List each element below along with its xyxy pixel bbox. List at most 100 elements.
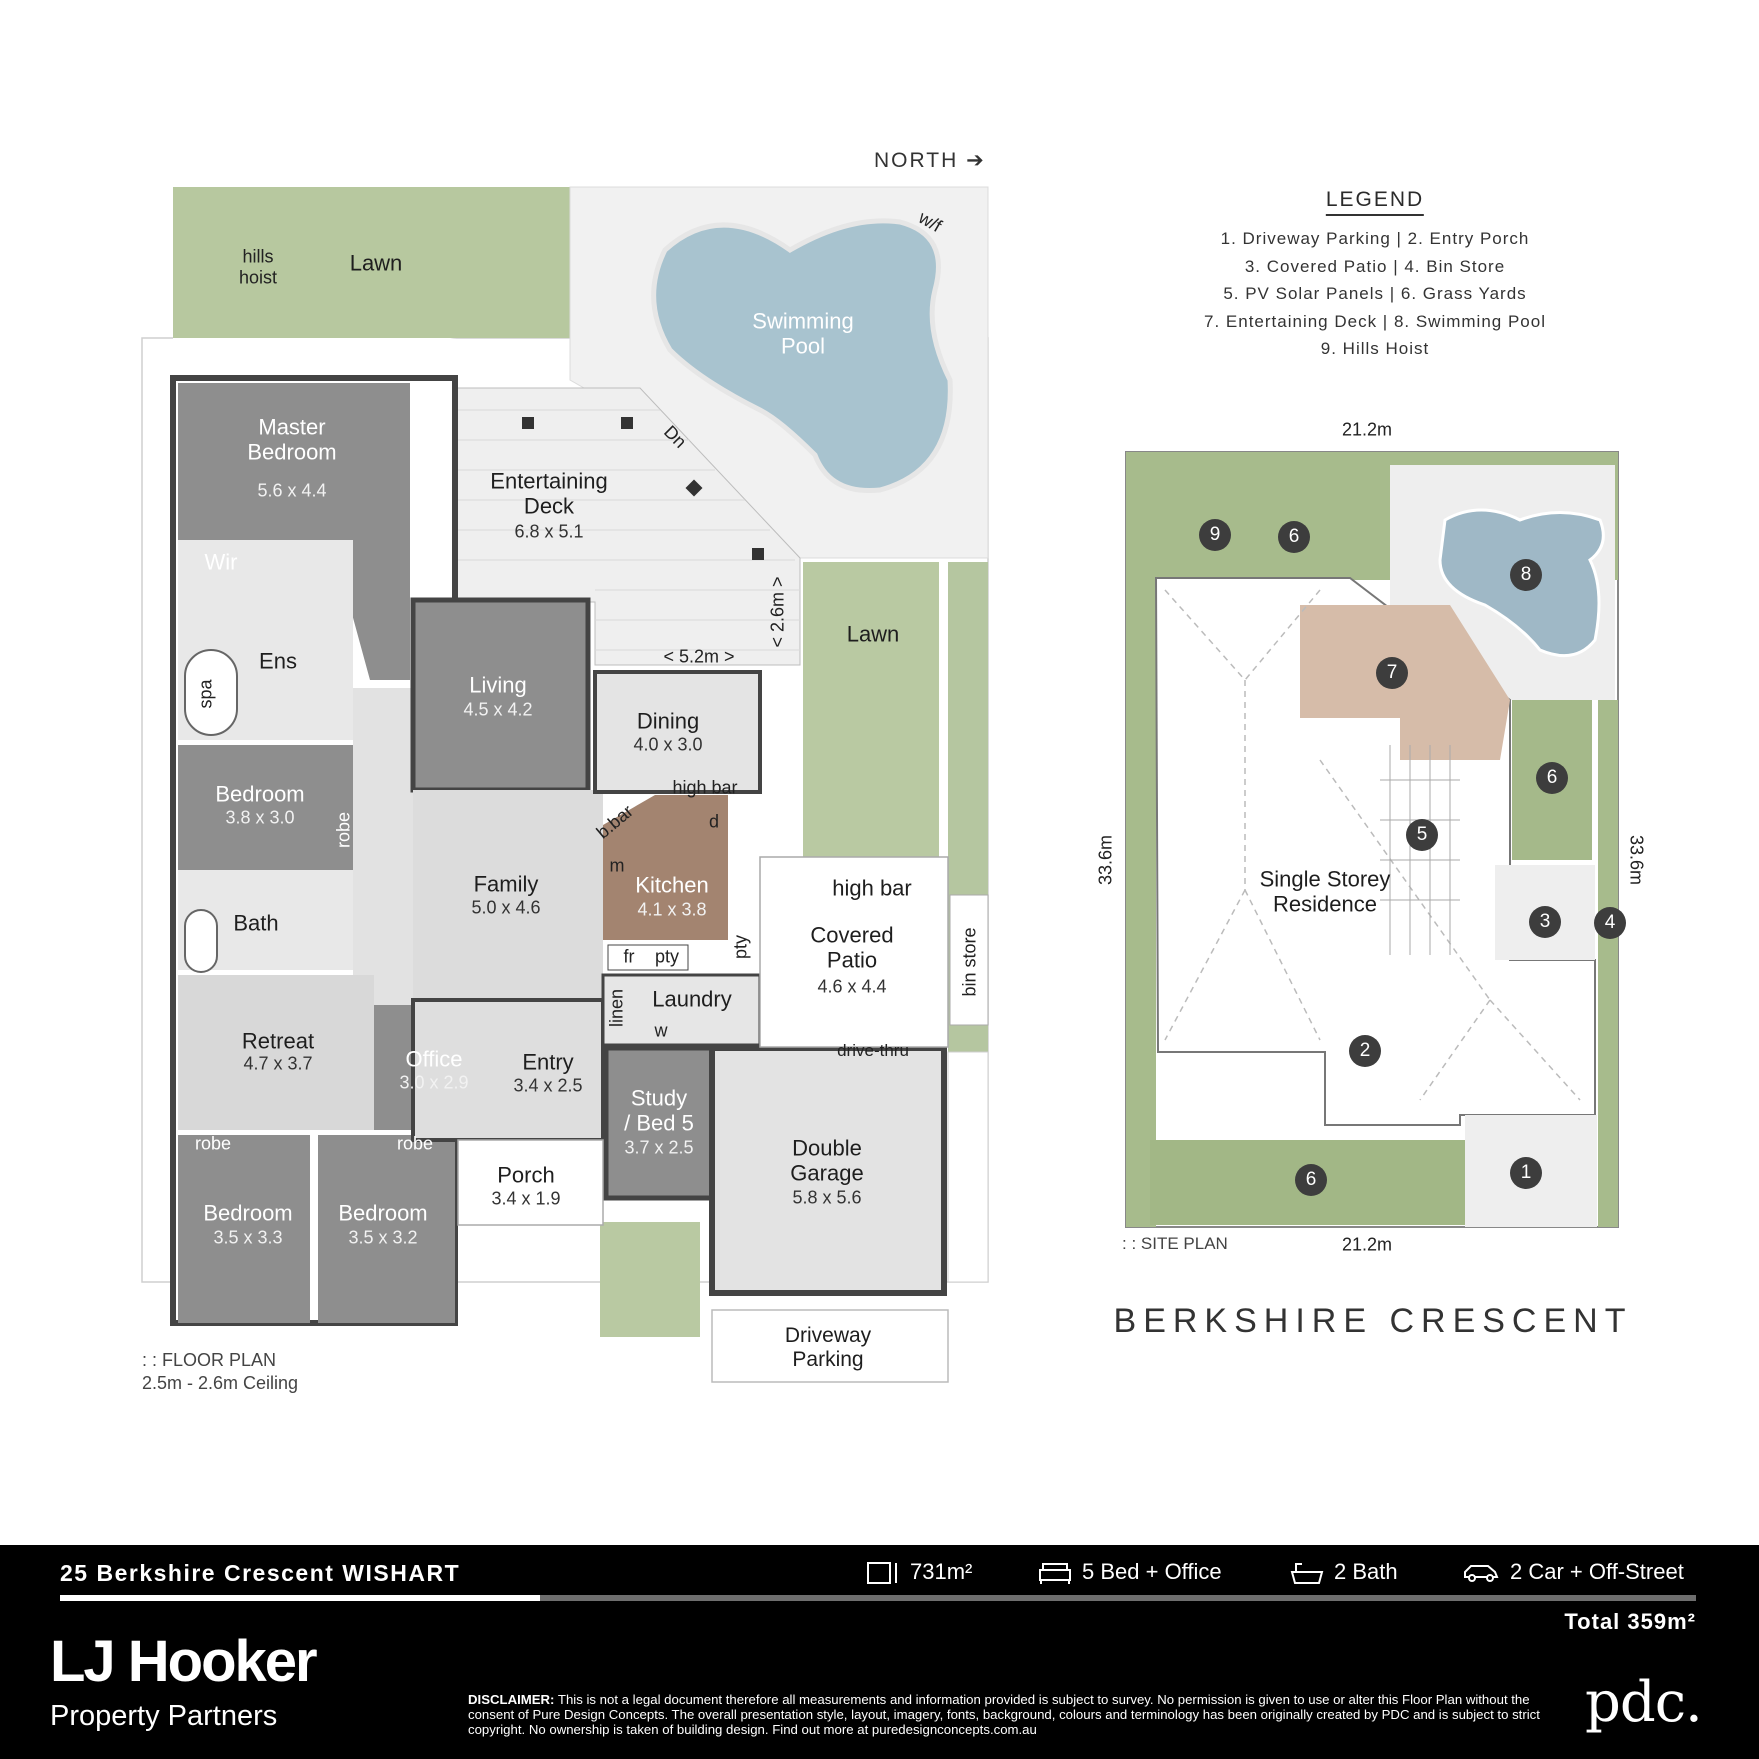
disclaimer: DISCLAIMER: This is not a legal document… — [468, 1692, 1568, 1737]
porch — [457, 1139, 604, 1226]
north-indicator: NORTH ➔ — [874, 148, 986, 173]
roof-lines — [1164, 589, 1581, 1101]
dim-5-2: < 5.2m > — [663, 646, 735, 667]
living-name: Living — [469, 672, 527, 698]
street-name: BERKSHIRE CRESCENT — [1113, 1302, 1633, 1340]
patio-dim: 4.6 x 4.4 — [817, 976, 887, 997]
lawn-side-label: Lawn — [846, 621, 900, 647]
marker-3: 3 — [1529, 906, 1561, 938]
bed3-dim: 3.5 x 3.3 — [213, 1227, 283, 1248]
retreat-name: Retreat — [241, 1028, 315, 1054]
family-dim: 5.0 x 4.6 — [471, 897, 541, 918]
ens-name: Ens — [259, 648, 297, 674]
high-bar-patio: high bar — [832, 875, 912, 901]
office-dim: 3.0 x 2.9 — [399, 1072, 469, 1093]
fr-label: fr — [623, 946, 635, 967]
study-dim: 3.7 x 2.5 — [624, 1137, 694, 1158]
bed-icon — [1039, 1563, 1071, 1585]
property-partners-text: Property Partners — [50, 1700, 278, 1732]
bedroom-2 — [178, 745, 353, 870]
site-depth-right: 33.6m — [1626, 834, 1647, 886]
driveway — [711, 1309, 949, 1383]
marker-7: 7 — [1376, 657, 1408, 689]
spa-label: spa — [195, 679, 216, 709]
study-name: Study/ Bed 5 — [624, 1085, 694, 1136]
disclaimer-label: DISCLAIMER: — [468, 1692, 555, 1707]
land-area-icon — [867, 1562, 897, 1585]
bed2-dim: 3.8 x 3.0 — [225, 807, 295, 828]
site-width-top: 21.2m — [1341, 419, 1393, 440]
marker-9: 9 — [1199, 519, 1231, 551]
dining-name: Dining — [636, 708, 700, 734]
marker-6c: 6 — [1295, 1164, 1327, 1196]
marker-2: 2 — [1349, 1035, 1381, 1067]
dim-2-6: < 2.6m > — [767, 576, 788, 648]
bedroom-3 — [178, 1135, 310, 1323]
legend-row-2: 3. Covered Patio | 4. Bin Store — [1244, 257, 1506, 276]
legend-row-4: 7. Entertaining Deck | 8. Swimming Pool — [1204, 312, 1546, 331]
living — [410, 597, 591, 793]
dining — [593, 670, 762, 794]
arrow-right-icon: ➔ — [966, 149, 986, 172]
laundry — [601, 973, 762, 1047]
bath-icon — [1290, 1563, 1324, 1585]
marker-8: 8 — [1510, 559, 1542, 591]
covered-patio — [759, 856, 949, 1048]
porch-dim: 3.4 x 1.9 — [491, 1188, 561, 1209]
family-name: Family — [473, 871, 539, 897]
bath-name: Bath — [233, 910, 279, 936]
kitchen — [603, 795, 728, 940]
wir-name: Wir — [204, 549, 238, 575]
legend-row-1: 1. Driveway Parking | 2. Entry Porch — [1220, 229, 1530, 248]
disclaimer-text: This is not a legal document therefore a… — [468, 1692, 1540, 1737]
porch-name: Porch — [497, 1162, 555, 1188]
drive-thru-label: drive-thru — [837, 1041, 909, 1061]
entry-name: Entry — [522, 1049, 574, 1075]
plan-drawing — [141, 186, 1619, 1383]
robe-side-label: robe — [333, 811, 354, 849]
marker-6b: 6 — [1536, 762, 1568, 794]
marker-5: 5 — [1406, 819, 1438, 851]
cars-stat: 2 Car + Off-Street — [1462, 1559, 1684, 1585]
baths-stat: 2 Bath — [1290, 1559, 1398, 1586]
bed4-dim: 3.5 x 3.2 — [348, 1227, 418, 1248]
office-name: Office — [405, 1046, 463, 1072]
bed2-name: Bedroom — [215, 781, 305, 807]
bin-store-label: bin store — [959, 927, 980, 997]
site-deck — [1300, 605, 1510, 760]
lawn-top-label: Lawn — [349, 250, 403, 276]
site-plan-caption: : : SITE PLAN — [1122, 1234, 1228, 1253]
entry-dim: 3.4 x 2.5 — [513, 1075, 583, 1096]
site-depth-left: 33.6m — [1095, 834, 1116, 886]
bed3-name: Bedroom — [203, 1200, 293, 1226]
dining-dim: 4.0 x 3.0 — [633, 734, 703, 755]
legend-title: LEGEND — [1325, 188, 1425, 216]
robe-2-label: robe — [396, 1133, 434, 1154]
pty-label: pty — [654, 946, 680, 967]
laundry-name: Laundry — [652, 986, 732, 1012]
car-icon — [1464, 1565, 1499, 1583]
lj-hooker-logo: LJ Hooker — [50, 1629, 318, 1694]
swimming-pool — [651, 218, 953, 494]
deck-boards — [420, 409, 800, 651]
north-label: NORTH — [874, 149, 959, 172]
pty2-label: pty — [730, 934, 751, 960]
marker-4: 4 — [1594, 907, 1626, 939]
marker-6a: 6 — [1278, 521, 1310, 553]
m-label: m — [609, 855, 625, 876]
linen-label: linen — [606, 988, 627, 1028]
master-dim: 5.6 x 4.4 — [257, 480, 327, 501]
high-bar-kitchen: high bar — [672, 777, 738, 798]
marker-1: 1 — [1510, 1157, 1542, 1189]
bedroom-4 — [318, 1135, 455, 1323]
property-address: 25 Berkshire Crescent WISHART — [60, 1560, 461, 1586]
retreat — [178, 975, 374, 1130]
legend-row-3: 5. PV Solar Panels | 6. Grass Yards — [1223, 284, 1527, 303]
deck-dim: 6.8 x 5.1 — [514, 521, 584, 542]
